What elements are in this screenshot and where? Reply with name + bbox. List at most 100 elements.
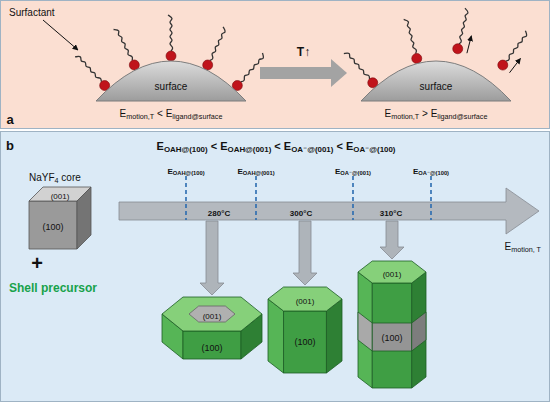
facet-label: (100) <box>42 222 63 232</box>
annotation-label: + <box>31 252 43 274</box>
facet-label: (100) <box>294 337 315 347</box>
leader-arrow <box>43 20 78 50</box>
crystal-node: (001) (100) <box>29 187 91 249</box>
facet-label: surface <box>420 81 453 92</box>
surfactant-tail <box>404 19 417 53</box>
threshold-dash <box>255 176 257 220</box>
annotation-label-holder: + <box>31 253 43 273</box>
annotation-label-holder: EOA⁻@(001) <box>335 161 371 177</box>
crystal-node: (001) (100) <box>267 285 343 375</box>
surfactant-tail <box>114 29 133 60</box>
panel-letter: b <box>6 138 14 153</box>
annotation-label-holder: Emotion,T < Eligand@surface <box>120 104 223 120</box>
facet-label: (001) <box>203 312 222 321</box>
panel-illustration <box>1 1 550 130</box>
panel-band: a surface surface SurfactantEmotion,T < Eli… <box>0 0 550 129</box>
crystal-face <box>183 331 241 359</box>
annotation-label: NaYF4 core <box>29 172 81 183</box>
facet-label-holder: (001) <box>51 186 70 202</box>
annotation-label: Shell precursor <box>9 281 97 295</box>
threshold-dash <box>430 176 432 220</box>
annotation-label-holder: EOAH@(100) < EOAH@(001) < EOA⁻@(001) < E… <box>157 137 396 153</box>
annotation-label: EOA⁻@(100) <box>413 167 449 176</box>
facet-label-holder: surface <box>420 77 453 93</box>
annotation-label: EOAH@(100) <box>167 167 204 176</box>
annotation-label-holder: 280°C <box>208 203 230 219</box>
ligand-head <box>453 44 463 54</box>
facet-label-holder: (001) <box>296 291 315 307</box>
annotation-label-holder: Emotion,T > Eligand@surface <box>385 104 488 120</box>
core-top-face <box>189 306 235 322</box>
crystal-face <box>326 299 342 373</box>
panel-letter-holder: b <box>6 137 14 153</box>
surface-dome-body <box>96 61 246 101</box>
tall-hex-rod <box>357 260 427 390</box>
surfactant-tail <box>459 8 468 44</box>
edge-label-holder: T↑ <box>297 43 310 59</box>
energy-axis-arrow <box>119 188 539 234</box>
crystal-face <box>412 312 426 351</box>
facet-label: (001) <box>296 297 315 306</box>
surfactant-tail <box>344 53 370 79</box>
facet-label-holder: (100) <box>42 217 63 233</box>
facet-label: (001) <box>383 270 402 279</box>
crystal-face <box>372 323 411 351</box>
facet-label: (100) <box>201 343 222 353</box>
annotation-label-holder: Shell precursor <box>9 279 97 295</box>
ligand-head <box>166 51 176 61</box>
crystal-node: (001) (100) <box>357 260 427 390</box>
annotation-label: 310°C <box>380 209 402 218</box>
crystal-node: surface <box>361 41 511 101</box>
threshold-dash <box>185 176 187 220</box>
facet-label-holder: (001) <box>383 264 402 280</box>
surface-dome-body <box>361 61 511 101</box>
facet-label-holder: surface <box>155 77 188 93</box>
edge-label: T↑ <box>297 45 310 59</box>
facet-label-holder: (100) <box>201 338 222 354</box>
annotation-label: Emotion,T > Eligand@surface <box>385 108 488 119</box>
surfactant-tail <box>210 27 225 61</box>
cube-face <box>29 201 77 249</box>
detach-arrow <box>467 36 471 53</box>
surface-dome <box>96 41 246 101</box>
facet-label-holder: (001) <box>203 306 222 322</box>
annotation-label-holder: NaYF4 core <box>29 168 81 184</box>
crystal-face <box>358 312 372 351</box>
crystal-face <box>412 272 426 388</box>
annotation-label: 280°C <box>208 209 230 218</box>
crystal-face <box>372 283 411 388</box>
down-arrow <box>293 221 317 285</box>
surfactant-tail <box>75 56 101 81</box>
transition-arrow <box>260 67 331 79</box>
crystal-face <box>358 272 372 388</box>
down-arrow <box>380 221 404 259</box>
facet-label-holder: (100) <box>294 332 315 348</box>
surfactant-tail <box>168 15 173 51</box>
ligand-head <box>412 53 422 63</box>
surface-dome <box>361 41 511 101</box>
crystal-face <box>284 311 327 373</box>
crystal-node: surface <box>96 41 246 101</box>
facet-label: surface <box>155 81 188 92</box>
annotation-label: Emotion, T <box>505 241 542 252</box>
ligand-head <box>498 60 508 70</box>
crystal-node: (001) (100) <box>161 292 263 362</box>
annotation-label: EOAH@(001) <box>237 167 274 176</box>
annotation-label-holder: EOA⁻@(100) <box>413 161 449 177</box>
arrow-head <box>331 59 347 87</box>
facet-label: (100) <box>381 333 402 343</box>
panel-band: b (001) (100) (001) (100) (001) (100) (001) (100… <box>0 131 550 402</box>
facet-label: (001) <box>51 192 70 201</box>
crystal-top-face <box>268 287 342 311</box>
crystal-face <box>268 299 284 373</box>
annotation-label: EOAH@(100) < EOAH@(001) < EOA⁻@(001) < E… <box>157 140 396 152</box>
panel-letter-holder: a <box>6 111 13 127</box>
annotation-label-holder: 310°C <box>380 203 402 219</box>
surfactant-tail <box>241 53 264 82</box>
threshold-dash <box>352 176 354 220</box>
annotation-label-holder: Surfactant <box>9 3 55 19</box>
annotation-label-holder: 300°C <box>290 203 312 219</box>
crystal-top-face <box>162 297 262 331</box>
